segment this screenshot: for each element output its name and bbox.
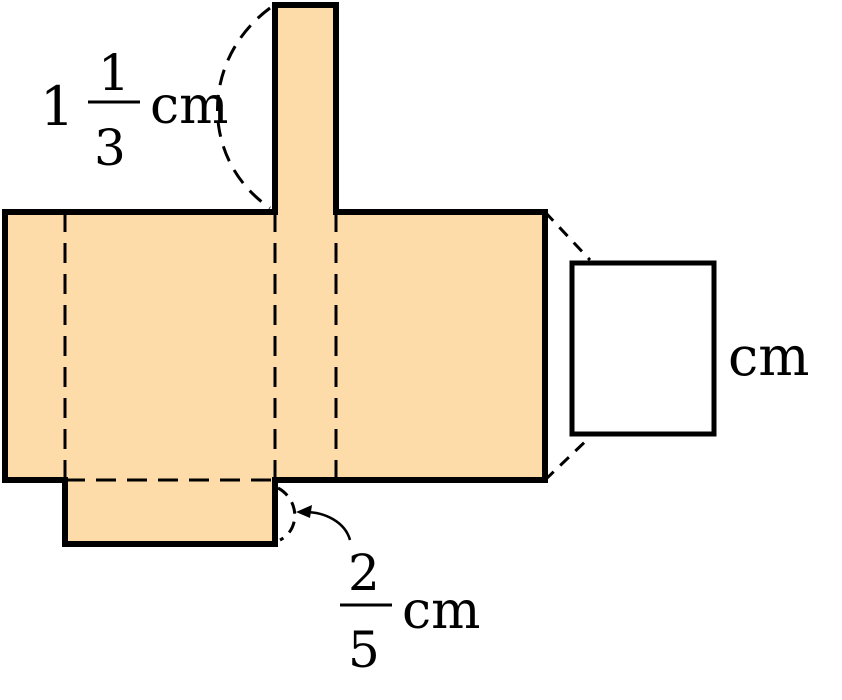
top-flap-joint <box>278 206 333 216</box>
top-label-unit: cm <box>150 76 228 136</box>
top-label-numerator: 1 <box>98 44 130 102</box>
side-unit-label: cm <box>728 325 809 388</box>
bottom-label-denominator: 5 <box>348 621 380 679</box>
top-label-denominator: 3 <box>94 119 126 177</box>
bottom-flap <box>62 477 278 547</box>
top-label-whole: 1 <box>40 75 74 138</box>
blank-face <box>569 260 717 437</box>
connector-line <box>543 435 592 482</box>
top-dimension-label: 1 1 3 cm <box>40 44 228 177</box>
connector-line <box>543 210 592 262</box>
bottom-label-unit: cm <box>402 581 480 641</box>
arrowhead-icon <box>296 505 312 518</box>
bottom-dimension-label: 2 5 cm <box>340 544 480 679</box>
bottom-dimension-arc <box>277 486 297 542</box>
connector-lines <box>543 210 592 482</box>
top-dimension-arc <box>216 6 271 210</box>
bottom-pointer-arrow <box>304 510 352 541</box>
top-flap <box>272 2 339 215</box>
bottom-label-numerator: 2 <box>348 544 380 602</box>
fold-lines <box>63 212 338 482</box>
